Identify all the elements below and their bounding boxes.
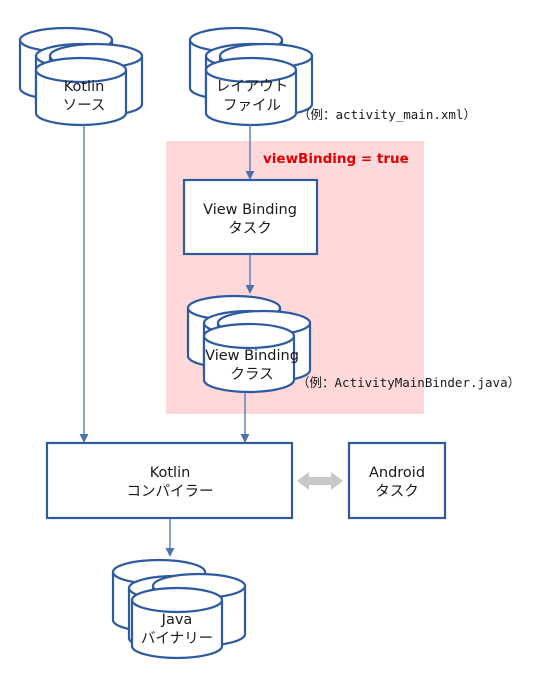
layout-file-icon xyxy=(188,26,314,127)
double-arrow-icon xyxy=(297,472,343,490)
android-task-label-2: タスク xyxy=(375,483,419,500)
view-binding-flag: viewBinding = true xyxy=(263,151,409,167)
view-binding-task-label-1: View Binding xyxy=(203,202,297,218)
layout-file-label-2: ファイル xyxy=(223,98,281,114)
kotlin-compiler-label-2: コンパイラー xyxy=(127,483,214,500)
view-binding-class-icon xyxy=(186,294,312,394)
layout-file-label-1: レイアウト xyxy=(216,78,289,95)
class-example-note: （例：ActivityMainBinder.java） xyxy=(297,375,520,390)
kotlin-compiler-label-1: Kotlin xyxy=(150,465,191,481)
android-task-label-1: Android xyxy=(369,465,425,481)
layout-example-note: （例：activity_main.xml） xyxy=(298,107,476,122)
java-binary-icon xyxy=(111,558,247,660)
view-binding-task-label-2: タスク xyxy=(228,220,272,237)
view-binding-class-label-2: クラス xyxy=(230,366,273,383)
view-binding-class-label-1: View Binding xyxy=(205,348,299,364)
kotlin-compiler-box xyxy=(45,441,294,520)
java-binary-label-2: バイナリー xyxy=(141,631,213,647)
view-binding-task-box xyxy=(182,178,319,256)
kotlin-source-icon xyxy=(18,26,144,127)
kotlin-source-label-2: ソース xyxy=(63,98,106,114)
java-binary-label-1: Java xyxy=(161,612,193,628)
android-task-box xyxy=(347,441,447,520)
kotlin-source-label-1: Kotlin xyxy=(64,79,105,95)
